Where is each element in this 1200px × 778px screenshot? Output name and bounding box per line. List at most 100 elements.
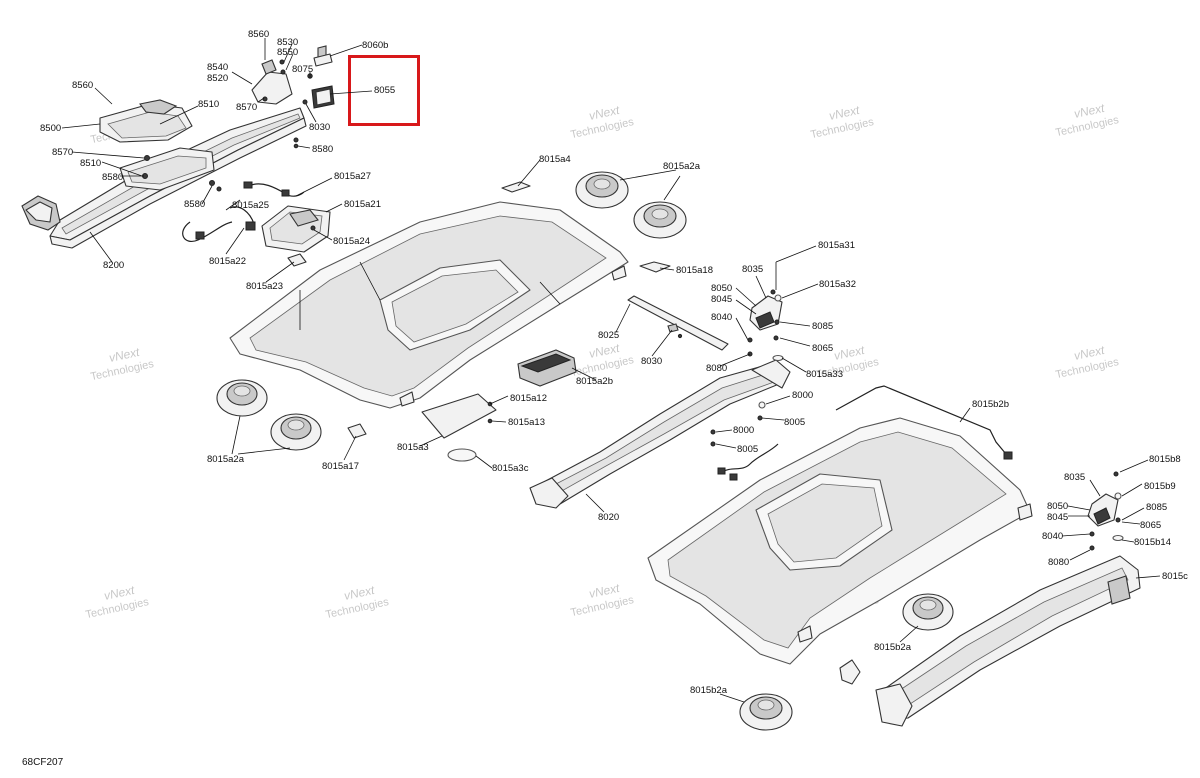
rear-roof-panel [647, 417, 1033, 665]
callout: 8015a2a [207, 454, 245, 465]
callout: 8500 [40, 123, 61, 134]
callout: 8015a27 [334, 171, 371, 182]
connector [729, 473, 738, 481]
plate-8015a3 [421, 393, 497, 439]
callout: 8540 [207, 62, 228, 73]
crossmember-8020 [529, 359, 791, 509]
svg-text:vNext: vNext [1073, 101, 1107, 121]
callout: 8045 [1047, 512, 1068, 523]
callout: 8550 [277, 47, 298, 58]
leader-lines [61, 38, 1161, 703]
svg-text:vNext: vNext [108, 345, 142, 365]
pad-8015a17 [347, 423, 367, 439]
pad-8015a18 [639, 261, 671, 273]
callout: 8015c [1162, 571, 1188, 582]
svg-text:vNext: vNext [1073, 343, 1107, 363]
front-roof-panel [229, 201, 629, 409]
callout: 8065 [812, 343, 833, 354]
callout: 8015a21 [344, 199, 381, 210]
callout: 8015b8 [1149, 454, 1181, 465]
callout: 8570 [52, 147, 73, 158]
watermark: vNext Technologies [810, 103, 876, 141]
callout: 8015a13 [508, 417, 545, 428]
svg-text:vNext: vNext [588, 341, 622, 361]
connector [1003, 451, 1013, 460]
speaker-8015b2a-top [902, 593, 954, 631]
svg-text:vNext: vNext [343, 583, 377, 603]
callout: 8015a12 [510, 393, 547, 404]
callout: 8015a33 [806, 369, 843, 380]
watermark: vNext Technologies [570, 341, 636, 379]
svg-text:vNext: vNext [828, 103, 862, 123]
amplifier-8015a2b [517, 349, 577, 387]
callout: 8040 [1042, 531, 1063, 542]
callout: 8015b2b [972, 399, 1009, 410]
callout: 8085 [812, 321, 833, 332]
connector [717, 467, 726, 475]
callout: 8570 [236, 102, 257, 113]
callout: 8015a18 [676, 265, 713, 276]
svg-text:vNext: vNext [833, 343, 867, 363]
callout: 8060b [362, 40, 388, 51]
callout: 8510 [80, 158, 101, 169]
callout: 8080 [706, 363, 727, 374]
bracket-small-bottom [839, 659, 861, 685]
watermark: vNext Technologies [325, 583, 391, 621]
bracket-8015a4 [501, 181, 531, 193]
callout: 8015a22 [209, 256, 246, 267]
module-8055 [293, 45, 335, 149]
callout: 8030 [309, 122, 330, 133]
callout: 8080 [1048, 557, 1069, 568]
speaker-housing-8015a21 [261, 205, 331, 267]
callout: 8560 [72, 80, 93, 91]
screw-8005a [710, 441, 716, 447]
svg-text:vNext: vNext [588, 581, 622, 601]
front-bracket-assembly [21, 99, 307, 249]
watermark: vNext Technologies [85, 583, 151, 621]
callout: 8200 [103, 260, 124, 271]
speaker-8015a2a-bottom-left [216, 379, 268, 417]
callout: 8020 [598, 512, 619, 523]
speaker-8015a2a-bottom-right [270, 413, 322, 451]
callout: 8015a17 [322, 461, 359, 472]
callout: 8035 [1064, 472, 1085, 483]
callout: 8055 [374, 85, 395, 96]
callout: 8015a23 [246, 281, 283, 292]
watermark: vNext Technologies [90, 345, 156, 383]
speaker-8015a2a-top-left [575, 171, 629, 209]
callout: 8085 [1146, 502, 1167, 513]
callout: 8015a2b [576, 376, 613, 387]
rail-8025 [627, 295, 729, 351]
callout: 8030 [641, 356, 662, 367]
callout: 8015b2a [874, 642, 912, 653]
callout: 8015a2a [663, 161, 701, 172]
callout: 8530 [277, 37, 298, 48]
callout: 8520 [207, 73, 228, 84]
wire-8015b2b [835, 385, 1007, 455]
callout: 8005 [784, 417, 805, 428]
callout: 8015a3 [397, 442, 429, 453]
latch-assembly-rear [1087, 471, 1124, 551]
callout: 8015a4 [539, 154, 571, 165]
callout: 8000 [792, 390, 813, 401]
callout: 8015a24 [333, 236, 370, 247]
callout: 8560 [248, 29, 269, 40]
wire-middle [721, 443, 779, 473]
callout-labels: 8560 8530 8550 8540 8520 8570 8060b 8075… [40, 29, 1188, 696]
bracket-8520 [251, 59, 293, 105]
callout: 8580 [312, 144, 333, 155]
ring-8015a3c [447, 448, 477, 462]
callout: 8015b2a [690, 685, 728, 696]
callout: 8580 [184, 199, 205, 210]
callout: 8065 [1140, 520, 1161, 531]
figure-code: 68CF207 [22, 757, 64, 768]
callout: 8015a3c [492, 463, 529, 474]
highlight-box [348, 55, 420, 126]
watermark: vNext Technologies [1055, 343, 1121, 381]
callout: 8005 [737, 444, 758, 455]
watermark: vNext Technologies [570, 103, 636, 141]
screw-8005b [757, 415, 763, 421]
speaker-8015b2a-bottom [739, 693, 793, 731]
screw-8000b [710, 429, 716, 435]
